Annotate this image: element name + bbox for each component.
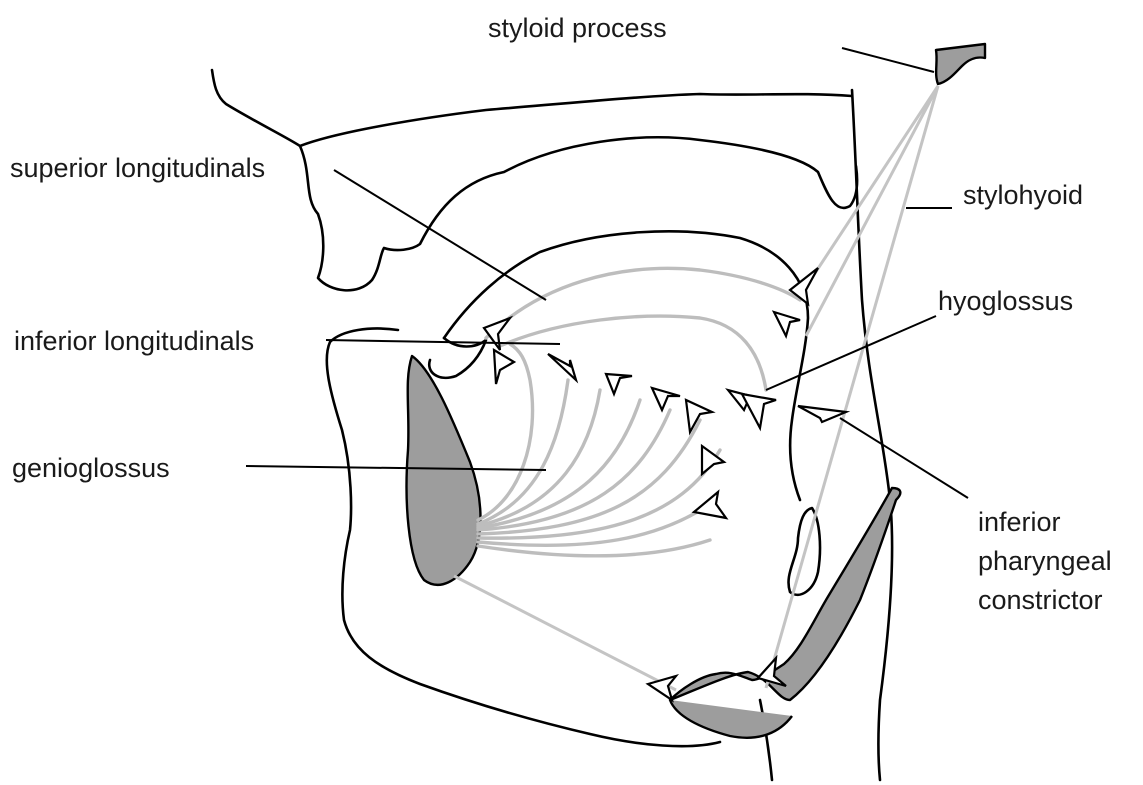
arrow-head — [686, 400, 712, 432]
superior-longitudinal-fiber — [486, 268, 800, 338]
genioglossus-leader — [246, 466, 546, 470]
label-inferior-pharyngeal-constrictor-line1: inferior — [978, 507, 1061, 537]
arrow-head — [774, 312, 800, 336]
label-inferior-pharyngeal-constrictor-line3: constrictor — [978, 585, 1103, 615]
label-superior-longitudinals: superior longitudinals — [10, 153, 265, 183]
label-genioglossus: genioglossus — [12, 453, 170, 483]
tongue-tip — [429, 338, 486, 378]
hyoid-bone — [670, 488, 900, 738]
genioglossus-fiber — [478, 420, 700, 534]
palate-outline — [212, 70, 857, 290]
label-stylohyoid: stylohyoid — [963, 180, 1083, 210]
superior-longitudinals-leader — [334, 170, 546, 300]
arrow-head — [694, 492, 726, 518]
label-inferior-pharyngeal-constrictor-line2: pharyngeal — [978, 546, 1112, 576]
arrow-head — [798, 406, 846, 422]
superior-longitudinal-fiber-2 — [500, 316, 766, 390]
arrow-head — [494, 350, 514, 384]
genioglossus-fiber — [478, 380, 568, 524]
arrow-head — [548, 354, 576, 380]
styloid-bone — [936, 44, 985, 84]
laryngeal-front — [760, 700, 772, 780]
label-hyoglossus: hyoglossus — [938, 286, 1073, 316]
arrow-head — [652, 388, 680, 410]
arrow-head — [742, 394, 776, 428]
inferior-longitudinals-leader — [326, 340, 560, 344]
styloglossus-line — [800, 86, 938, 296]
stylohyoid-lines — [454, 86, 938, 690]
label-styloid-process: styloid process — [488, 13, 667, 43]
hyoglossus-leader — [766, 316, 936, 390]
geniohyoid-line — [454, 576, 676, 690]
label-inferior-longitudinals: inferior longitudinals — [14, 326, 254, 356]
styloid-process-leader — [842, 48, 934, 72]
arrow-head — [606, 374, 632, 394]
mandible-symphysis — [407, 356, 481, 585]
posterior-pharyngeal-wall — [852, 90, 892, 780]
stylopharyngeus-line — [806, 86, 938, 336]
inferior-pharyngeal-constrictor-leader — [840, 418, 968, 498]
